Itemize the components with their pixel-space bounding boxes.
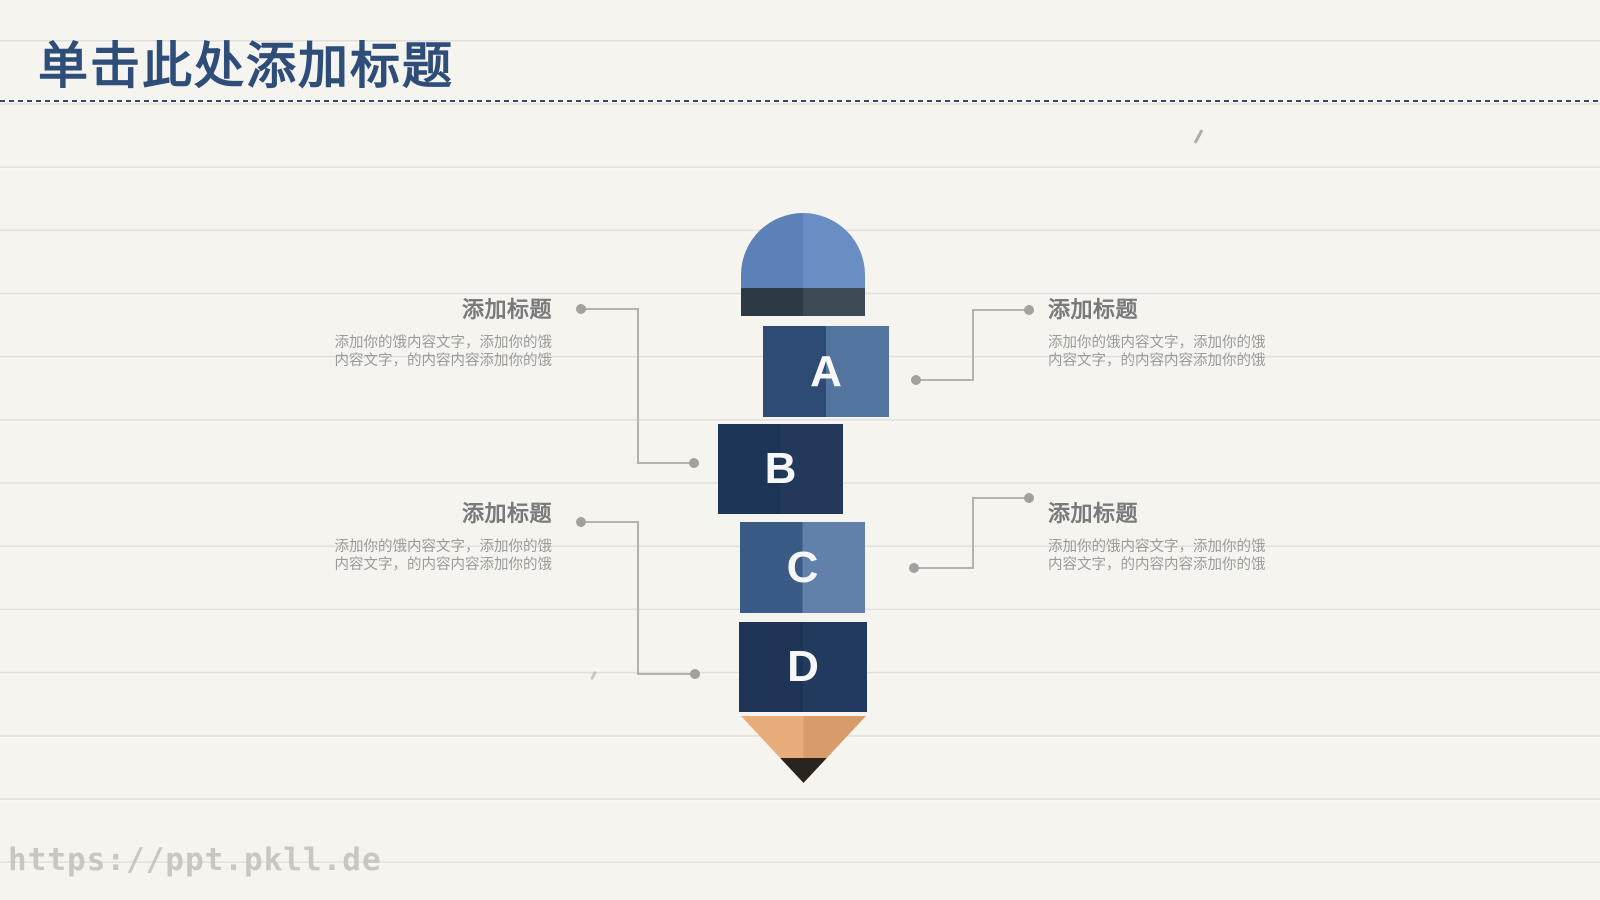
callout-title[interactable]: 添加标题 [461,297,552,322]
callout-right-top[interactable]: 添加标题 添加你的饿内容文字，添加你的饿 内容文字，的内容内容添加你的饿 [1048,292,1288,371]
segment-a-label: A [810,346,842,396]
segment-d-label: D [787,642,819,691]
slide-title-placeholder[interactable]: 单击此处添加标题 [38,38,454,94]
watermark-url: https://ppt.pkll.de [8,842,382,878]
callout-title[interactable]: 添加标题 [1048,501,1139,526]
dashed-divider-line [0,100,1600,102]
pencil-segment-c: C [740,522,865,613]
callout-body[interactable]: 添加你的饿内容文字，添加你的饿 内容文字，的内容内容添加你的饿 [1048,335,1266,369]
callout-left-top[interactable]: 添加标题 添加你的饿内容文字，添加你的饿 内容文字，的内容内容添加你的饿 [312,292,553,371]
segment-b-label: B [764,444,797,493]
pencil-ferrule-shape [741,288,865,316]
callout-body[interactable]: 添加你的饿内容文字，添加你的饿 内容文字，的内容内容添加你的饿 [334,539,553,573]
pencil-segment-d: D [739,622,867,712]
segment-c-label: C [786,542,819,592]
callout-right-bottom[interactable]: 添加标题 添加你的饿内容文字，添加你的饿 内容文字，的内容内容添加你的饿 [1048,496,1288,575]
callout-title[interactable]: 添加标题 [461,501,552,526]
callout-body[interactable]: 添加你的饿内容文字，添加你的饿 内容文字，的内容内容添加你的饿 [1048,539,1266,573]
callout-left-bottom[interactable]: 添加标题 添加你的饿内容文字，添加你的饿 内容文字，的内容内容添加你的饿 [312,496,553,575]
callout-body[interactable]: 添加你的饿内容文字，添加你的饿 内容文字，的内容内容添加你的饿 [334,335,553,369]
pencil-segment-b: B [718,424,843,514]
callout-title[interactable]: 添加标题 [1048,297,1139,322]
pencil-segment-a: A [763,326,889,417]
